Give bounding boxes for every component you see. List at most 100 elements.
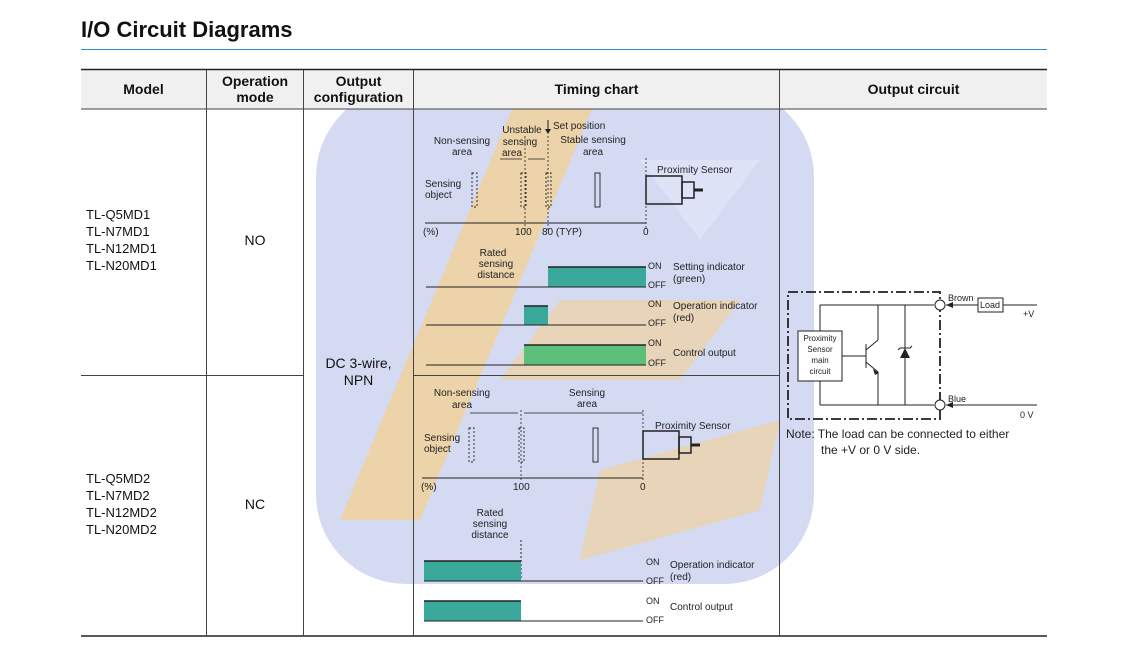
label-unstable-area: sensing [503,137,537,148]
zener-diode-icon [897,345,913,358]
label-non-sensing-area: Non-sensing [434,136,490,147]
label-main-circuit: circuit [810,367,832,376]
circuit-wiring [819,304,1037,406]
control-output-signal [424,601,521,621]
label-rated-sensing-distance: sensing [479,259,513,270]
label-off: OFF [648,318,666,328]
note-line2: the +V or 0 V side. [821,443,920,457]
label-proximity-sensor: Proximity Sensor [657,165,733,176]
area-dividers [500,136,647,230]
main-circuit-box [797,330,843,382]
label-rated-sensing-distance: Rated [480,248,507,259]
operation-indicator-signal [424,561,521,581]
label-rated-sensing-distance: sensing [473,519,507,530]
label-stable-area: Stable sensing [560,135,626,146]
model-name: TL-Q5MD2 [86,471,151,486]
model-list-no: TL-Q5MD1 TL-N7MD1 TL-N12MD1 TL-N20MD1 [86,206,157,274]
operation-indicator-signal [524,306,548,325]
model-name: TL-N12MD2 [86,505,157,520]
label-unstable-area: area [502,148,522,159]
label-main-circuit: Proximity [804,334,837,343]
label-operation-indicator: (red) [670,572,691,583]
label-off: OFF [648,280,666,290]
label-plus-v: +V [1023,309,1034,319]
axis-percent: (%) [423,227,439,238]
label-sensing-area: Sensing [569,388,605,399]
current-arrow-icon [946,302,953,308]
header-output-configuration-line2: configuration [313,89,404,105]
label-stable-area: area [583,147,603,158]
note-line1: Note: The load can be connected to eithe… [786,427,1009,441]
header-operation-mode-line1: Operation [221,73,289,89]
label-on: ON [648,261,662,271]
label-blue: Blue [948,394,966,404]
label-control-output: Control output [673,348,736,359]
label-sensing-object: object [425,190,452,201]
model-name: TL-Q5MD1 [86,207,151,222]
operation-mode-no: NO [244,232,266,248]
header-output-configuration: Output configuration [304,70,413,108]
label-load: Load [980,300,1000,310]
header-output-configuration-line1: Output [335,73,382,89]
label-main-circuit: main [811,356,828,365]
sensing-object-icons [468,427,599,463]
header-output-circuit: Output circuit [867,81,960,97]
axis-percent: (%) [421,482,437,493]
output-configuration-line2: NPN [343,372,374,388]
label-off: OFF [646,576,664,586]
output-configuration: DC 3-wire, NPN [304,355,413,389]
operation-mode-nc: NC [244,496,266,512]
set-position-arrow-icon [545,120,551,134]
header-timing-chart: Timing chart [554,81,639,97]
label-proximity-sensor: Proximity Sensor [655,421,731,432]
label-rated-sensing-distance: distance [477,270,515,281]
model-name: TL-N12MD1 [86,241,157,256]
label-operation-indicator: Operation indicator [673,301,758,312]
setting-indicator-signal [548,267,646,287]
label-non-sensing-area: area [452,147,472,158]
label-on: ON [648,338,662,348]
control-output-signal [524,345,646,365]
model-name: TL-N7MD2 [86,488,150,503]
area-dividers [470,410,644,482]
label-on: ON [646,557,660,567]
label-zero-v: 0 V [1020,410,1034,420]
label-rated-sensing-distance: distance [471,530,509,541]
blue-terminal-icon [934,399,946,411]
label-sensing-object: Sensing [424,433,460,444]
label-set-position: Set position [553,121,605,132]
label-non-sensing-area: area [452,400,472,411]
model-name: TL-N20MD2 [86,522,157,537]
tick-100: 100 [515,227,532,238]
brown-terminal-icon [934,299,946,311]
header-model: Model [123,81,164,97]
label-sensing-object: object [424,444,451,455]
model-name: TL-N7MD1 [86,224,150,239]
proximity-sensor-icon [645,175,703,205]
label-off: OFF [648,358,666,368]
label-setting-indicator: (green) [673,274,705,285]
label-brown: Brown [948,293,974,303]
label-sensing-area: area [577,399,597,410]
label-operation-indicator: Operation indicator [670,560,755,571]
header-operation-mode: Operation mode [207,70,303,108]
label-main-circuit: Sensor [807,345,833,354]
label-unstable-area: Unstable [502,125,542,136]
tick-0: 0 [643,227,649,238]
sensing-object-icons [471,172,601,208]
tick-0: 0 [640,482,646,493]
current-arrow-icon [946,402,953,408]
label-on: ON [646,596,660,606]
sensor-boundary [787,291,941,420]
label-on: ON [648,299,662,309]
transistor-arrow-icon [873,369,879,375]
model-name: TL-N20MD1 [86,258,157,273]
tick-80: 80 (TYP) [542,227,582,238]
title-rule [81,49,1047,50]
model-list-nc: TL-Q5MD2 TL-N7MD2 TL-N12MD2 TL-N20MD2 [86,470,157,538]
